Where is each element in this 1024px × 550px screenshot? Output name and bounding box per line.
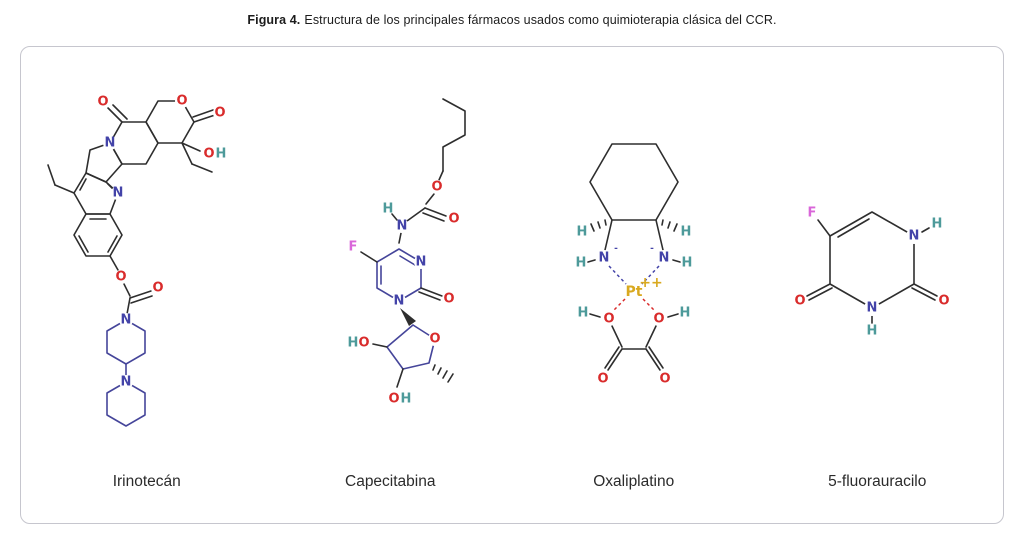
molecule-label-fluorauracilo: 5-fluorauracilo xyxy=(828,473,927,490)
oxaliplatino-structure: H H N N - - H H Pt ++ O O H H O xyxy=(575,143,692,387)
cyclohexane-ring xyxy=(588,143,679,221)
irinotecan-bonds xyxy=(46,100,216,427)
oxygen-atom-label: O xyxy=(176,94,187,109)
nitrogen-atom-label: N xyxy=(120,313,131,328)
nitrogen-atom-label: N xyxy=(416,255,427,270)
molecule-column-fluorauracilo: F N H O N H O 5-fluorauracilo xyxy=(756,53,1000,517)
oxaliplatino-atoms: H H N N - - H H Pt ++ O O H H O xyxy=(575,225,692,387)
oxygen-atom-label: O xyxy=(597,372,608,387)
pyridone-ring xyxy=(108,121,159,165)
hydrogen-atom-label: H xyxy=(867,324,878,339)
irinotecan-art: O O O H O N N O O N N xyxy=(25,53,269,467)
nitrogen-atom-label: N xyxy=(598,251,609,266)
oxygen-atom-label: O xyxy=(214,106,225,121)
oxygen-atom-label: O xyxy=(449,212,460,227)
capecitabina-structure: O O H N N N O F O H O O H xyxy=(348,98,467,407)
oxygen-atom-label: O xyxy=(939,294,950,309)
nitrogen-atom-label: N xyxy=(104,136,115,151)
molecule-column-capecitabina: O O H N N N O F O H O O H xyxy=(269,53,513,517)
hydrogen-atom-label: H xyxy=(681,256,692,271)
oxygen-atom-label: O xyxy=(152,281,163,296)
hydrogen-atom-label: H xyxy=(383,202,394,217)
amine-charge-label: - xyxy=(614,244,618,254)
nitrogen-atom-label: N xyxy=(909,229,920,244)
oxygen-atom-label: O xyxy=(115,270,126,285)
oxygen-atom-label: O xyxy=(97,95,108,110)
fluorauracilo-structure: F N H O N H O xyxy=(793,206,952,339)
benzene-ring xyxy=(72,213,123,257)
hydrogen-atom-label: H xyxy=(348,336,359,351)
hydrogen-atom-label: H xyxy=(401,392,412,407)
irinotecan-structure: O O O H O N N O O N N xyxy=(46,94,227,427)
oxygen-atom-label: O xyxy=(432,180,443,195)
nitrogen-atom-label: N xyxy=(112,186,123,201)
oxygen-atom-label: O xyxy=(795,294,806,309)
nitrogen-atom-label: N xyxy=(120,375,131,390)
figure-caption-label: Figura 4. xyxy=(247,13,301,27)
oxygen-atom-label: O xyxy=(603,312,614,327)
molecule-label-irinotecan: Irinotecán xyxy=(112,473,181,490)
oxaliplatino-bonds xyxy=(586,143,681,371)
capecitabina-art: O O H N N N O F O H O O H xyxy=(269,53,513,467)
fluorauracilo-art: F N H O N H O xyxy=(756,53,1000,467)
fluorauracilo-atoms: F N H O N H O xyxy=(793,206,952,339)
hydrogen-atom-label: H xyxy=(215,147,226,162)
nitrogen-atom-label: N xyxy=(394,294,405,309)
hydrogen-atom-label: H xyxy=(575,256,586,271)
capecitabina-bonds xyxy=(360,98,467,388)
figure-caption-text: Estructura de los principales fármacos u… xyxy=(304,13,777,27)
oxaliplatino-art: H H N N - - H H Pt ++ O O H H O xyxy=(512,53,756,467)
hydrogen-atom-label: H xyxy=(932,217,943,232)
oxygen-atom-label: O xyxy=(203,147,214,162)
oxygen-atom-label: O xyxy=(430,332,441,347)
nitrogen-atom-label: N xyxy=(867,301,878,316)
figure-caption: Figura 4.Estructura de los principales f… xyxy=(0,0,1024,27)
irinotecan-atoms: O O O H O N N O O N N xyxy=(95,94,227,390)
figure-box: O O O H O N N O O N N Irinotecán xyxy=(20,46,1004,524)
oxygen-atom-label: O xyxy=(359,336,370,351)
piperidine-ring-2 xyxy=(105,381,146,427)
capecitabina-atoms: O O H N N N O F O H O O H xyxy=(348,180,462,407)
furanose-ring xyxy=(386,324,437,370)
hydrogen-atom-label: H xyxy=(680,225,691,240)
amine-charge-label: - xyxy=(650,244,654,254)
molecule-label-oxaliplatino: Oxaliplatino xyxy=(593,473,675,490)
platinum-atom-label: Pt xyxy=(625,284,642,300)
nitrogen-atom-label: N xyxy=(658,251,669,266)
oxygen-atom-label: O xyxy=(444,292,455,307)
nitrogen-atom-label: N xyxy=(397,219,408,234)
hydrogen-atom-label: H xyxy=(576,225,587,240)
molecule-column-irinotecan: O O O H O N N O O N N Irinotecán xyxy=(25,53,269,517)
hydrogen-atom-label: H xyxy=(577,306,588,321)
glycosidic-wedge-bond xyxy=(400,308,417,326)
fluorine-atom-label: F xyxy=(808,206,817,221)
molecule-label-capecitabina: Capecitabina xyxy=(345,473,436,490)
hydrogen-atom-label: H xyxy=(679,306,690,321)
platinum-charge-label: ++ xyxy=(639,275,662,291)
pyrimidinedione-ring xyxy=(829,211,916,309)
pentyl-chain xyxy=(442,98,467,172)
oxygen-atom-label: O xyxy=(659,372,670,387)
oxygen-atom-label: O xyxy=(653,312,664,327)
fluorine-atom-label: F xyxy=(349,240,358,255)
molecule-column-oxaliplatino: H H N N - - H H Pt ++ O O H H O xyxy=(512,53,756,517)
oxygen-atom-label: O xyxy=(389,392,400,407)
